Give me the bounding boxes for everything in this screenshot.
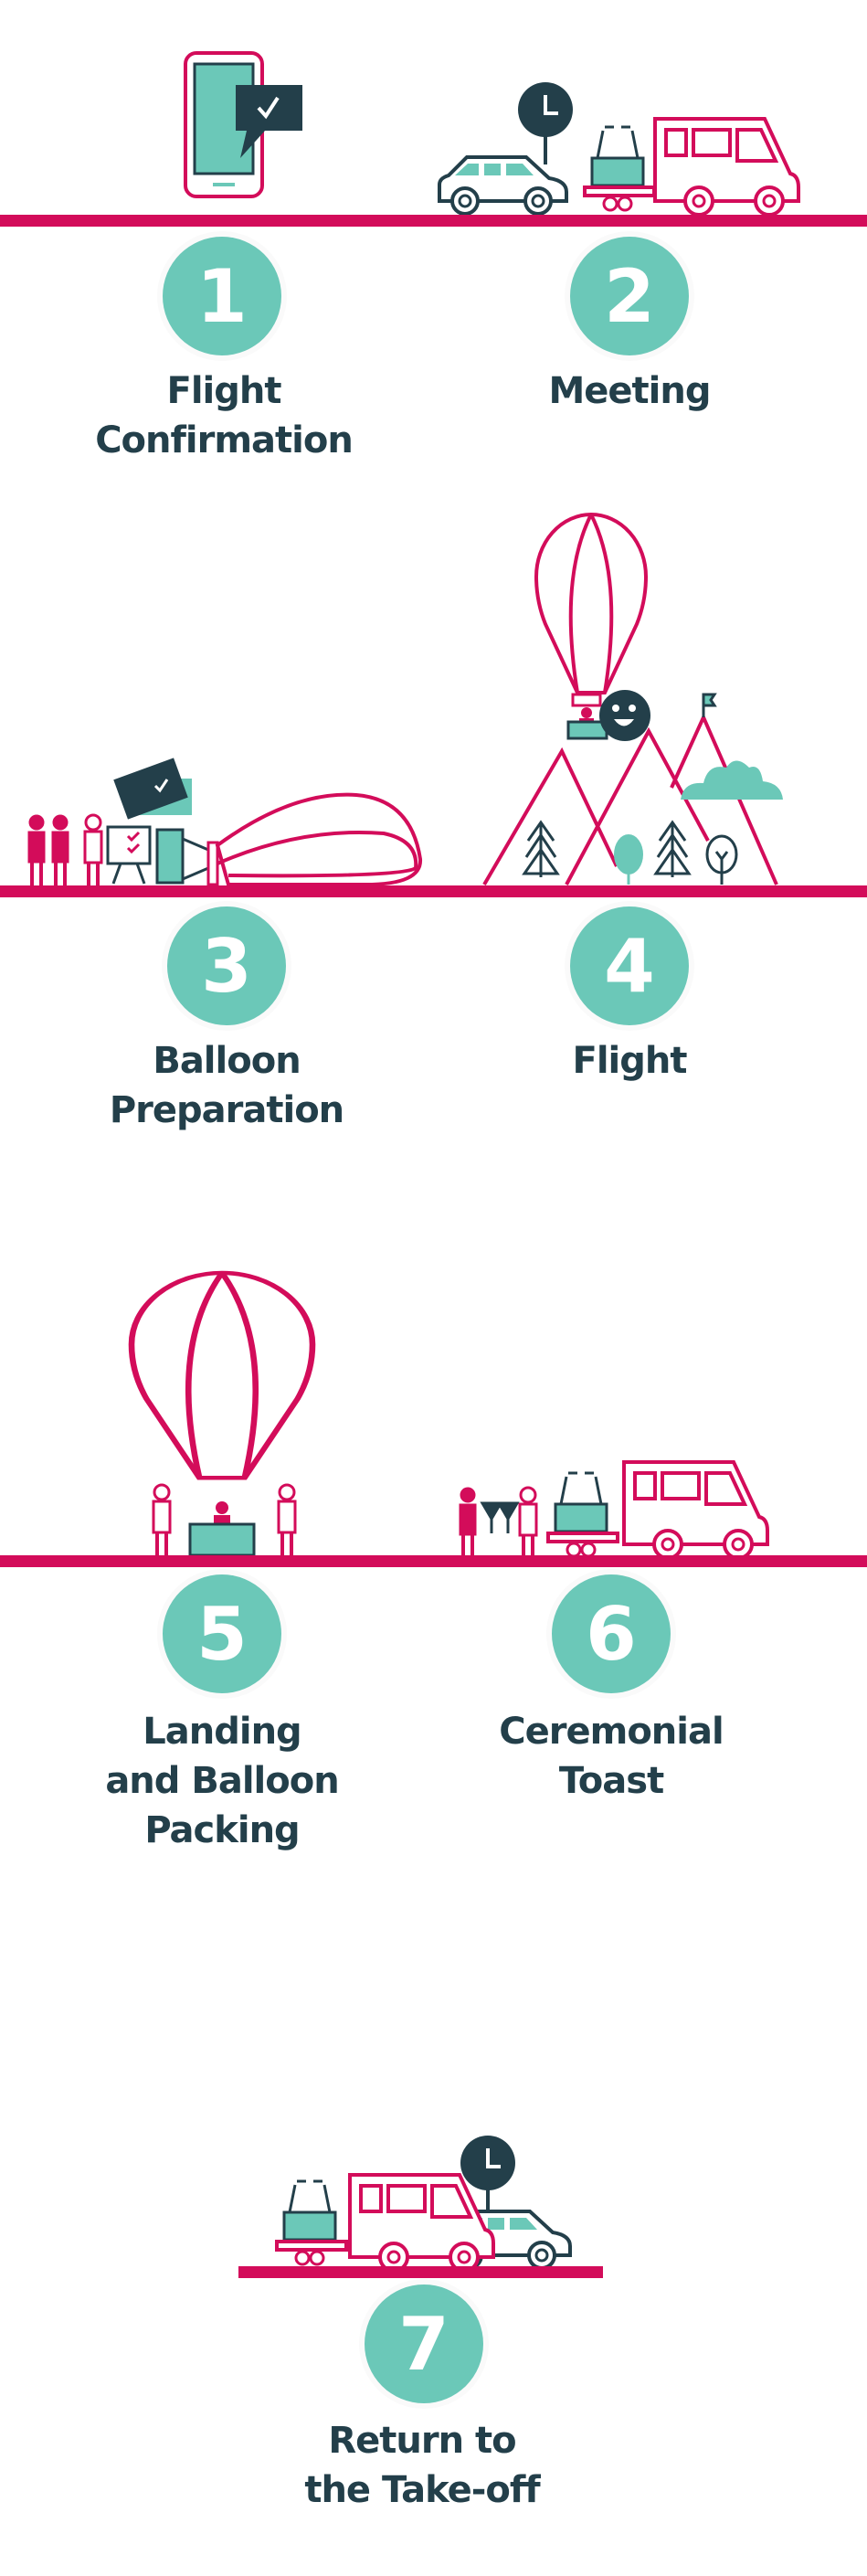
ground-line-4 bbox=[238, 2266, 603, 2278]
step-5-badge: 5 bbox=[163, 1574, 281, 1693]
ground-line-1 bbox=[0, 215, 867, 227]
step-7-label: Return to the Take-off bbox=[258, 2416, 587, 2515]
checklist-card-icon bbox=[113, 758, 192, 820]
van-icon bbox=[653, 117, 800, 217]
balloon-basket-icon bbox=[188, 1501, 256, 1557]
step-7-badge: 7 bbox=[365, 2284, 483, 2403]
crew-icon bbox=[26, 813, 70, 888]
cloud-icon bbox=[681, 760, 783, 800]
step-3-label: Balloon Preparation bbox=[62, 1036, 391, 1135]
label-line: Preparation bbox=[109, 1089, 344, 1131]
label-line: Return to bbox=[328, 2420, 516, 2462]
step-6-label: Ceremonial Toast bbox=[447, 1707, 776, 1806]
ground-line-3 bbox=[0, 1555, 867, 1567]
mountains-icon bbox=[482, 693, 778, 886]
van-icon bbox=[622, 1460, 769, 1560]
label-line: Packing bbox=[144, 1809, 300, 1851]
toasting-pilot-icon bbox=[518, 1486, 538, 1561]
label-line: Confirmation bbox=[95, 419, 354, 461]
step-5-label: Landing and Balloon Packing bbox=[58, 1707, 386, 1855]
hot-air-balloon-icon bbox=[534, 513, 648, 694]
step-3-badge: 3 bbox=[167, 906, 286, 1025]
step-2-label: Meeting bbox=[465, 366, 794, 416]
step-4-label: Flight bbox=[465, 1036, 794, 1086]
deflated-balloon-icon bbox=[155, 792, 423, 886]
label-line: Flight bbox=[572, 1040, 688, 1082]
landed-balloon-icon bbox=[132, 1273, 312, 1478]
label-line: Meeting bbox=[548, 370, 711, 412]
step-1-badge: 1 bbox=[163, 237, 281, 355]
basket-trailer-icon bbox=[275, 2179, 348, 2266]
pilot-icon bbox=[83, 813, 103, 888]
car-icon bbox=[438, 155, 568, 216]
step-6-badge: 6 bbox=[552, 1574, 671, 1693]
phone-confirmation-icon bbox=[184, 51, 302, 198]
step-1-label: Flight Confirmation bbox=[59, 366, 388, 465]
label-line: Toast bbox=[558, 1760, 664, 1802]
briefing-board-icon bbox=[106, 825, 152, 885]
label-line: Ceremonial bbox=[499, 1711, 724, 1753]
label-line: Balloon bbox=[153, 1040, 301, 1082]
step-2-badge: 2 bbox=[570, 237, 689, 355]
pine-tree-icon bbox=[654, 821, 691, 879]
van-icon bbox=[348, 2173, 495, 2273]
basket-trailer-icon bbox=[583, 125, 656, 212]
toasting-person-icon bbox=[458, 1486, 478, 1561]
label-line: and Balloon bbox=[105, 1760, 339, 1802]
smiley-face-icon bbox=[599, 690, 650, 741]
label-line: Landing bbox=[143, 1711, 301, 1753]
label-line: the Take-off bbox=[304, 2469, 540, 2511]
basket-trailer-icon bbox=[546, 1471, 619, 1558]
label-line: Flight bbox=[166, 370, 282, 412]
pine-tree-icon bbox=[523, 821, 559, 879]
step-4-badge: 4 bbox=[570, 906, 689, 1025]
ground-line-2 bbox=[0, 885, 867, 897]
champagne-glasses-icon bbox=[480, 1501, 520, 1533]
tree-icon bbox=[614, 834, 738, 885]
clock-icon bbox=[516, 80, 575, 166]
